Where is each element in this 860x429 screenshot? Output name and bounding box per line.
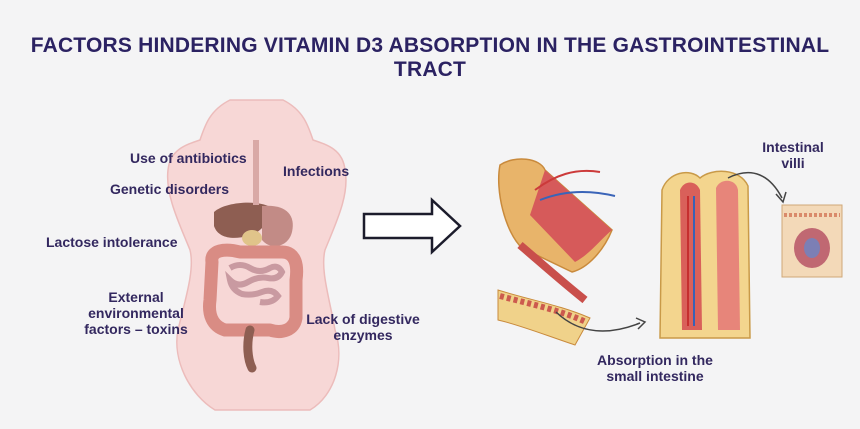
rectum [243, 325, 257, 373]
label-absorption: Absorption in the small intestine [580, 352, 730, 384]
liver [214, 202, 269, 238]
label-villi-line1: Intestinal [762, 139, 824, 155]
factor-lactose: Lactose intolerance [46, 234, 178, 250]
page-title: FACTORS HINDERING VITAMIN D3 ABSORPTION … [30, 34, 830, 81]
curved-arrow-icon [727, 171, 787, 204]
label-villi-line2: villi [781, 155, 805, 171]
intestine-cross-section [497, 158, 616, 346]
gallbladder [242, 230, 262, 246]
label-absorption-line1: Absorption in the [597, 352, 713, 368]
right-arrow-icon [362, 197, 462, 255]
factor-antibiotics: Use of antibiotics [130, 150, 247, 166]
small-intestine [225, 262, 286, 306]
factor-external-line3: factors – toxins [84, 321, 188, 337]
factor-enzymes-line1: Lack of digestive [306, 311, 420, 327]
label-villi: Intestinal villi [748, 139, 838, 171]
factor-enzymes: Lack of digestive enzymes [298, 311, 428, 343]
villi-microscopy [781, 204, 843, 278]
factor-external-line2: environmental [88, 305, 184, 321]
factor-infections: Infections [283, 163, 350, 179]
factor-enzymes-line2: enzymes [333, 327, 393, 343]
factor-genetic: Genetic disorders [110, 181, 230, 197]
large-intestine [203, 243, 304, 338]
stomach [262, 205, 293, 247]
villus-illustration [659, 170, 751, 339]
label-absorption-line2: small intestine [606, 368, 704, 384]
factor-external-line1: External [108, 289, 164, 305]
factor-external: External environmental factors – toxins [76, 289, 196, 337]
curved-arrow-icon [555, 311, 647, 332]
